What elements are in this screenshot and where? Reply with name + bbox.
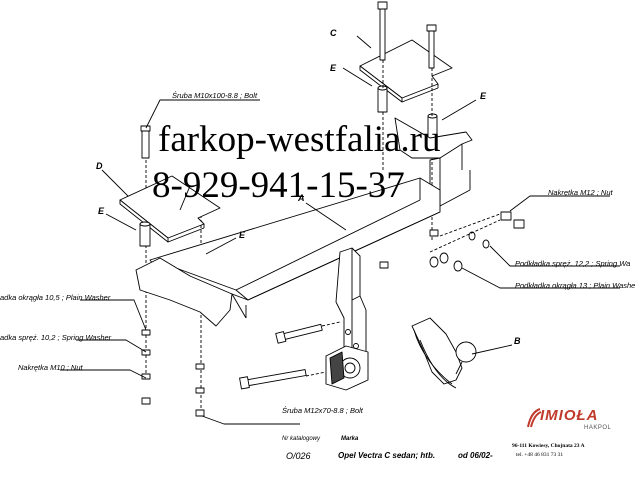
watermark-phone: 8-929-941-15-37	[152, 165, 405, 206]
top-bolt-right	[426, 24, 437, 69]
production-date: od 06/02-	[458, 451, 493, 460]
company-address: 96-111 Kowiesy, Chojnata 23 A	[512, 443, 585, 449]
part-label-b: B	[514, 336, 521, 346]
plate-c	[359, 39, 453, 99]
brand-label: Marka	[341, 436, 359, 442]
ball-mount	[411, 317, 477, 389]
part-label-e-mid: E	[239, 230, 246, 240]
company-phone: tel. +48 46 831 73 31	[516, 452, 564, 458]
vehicle-model: Opel Vectra C sedan; htb.	[338, 451, 436, 460]
spacer-e1	[377, 87, 388, 113]
top-bolt-left	[377, 1, 388, 61]
callout-bolt-m10: Śruba M10x100-8.8 ; Bolt	[172, 91, 258, 100]
callout-spring-washer-10: adka spręż. 10,2 ; Spring Washer	[0, 333, 112, 342]
nut-m12	[500, 211, 525, 229]
callout-nut-m12: Nakrętka M12 ; Nut	[548, 188, 613, 197]
callout-plain-washer-13: Podkładka okrągła 13 ; Plain Washe	[515, 281, 636, 290]
socket-plate	[325, 345, 369, 391]
part-label-a: A	[298, 193, 305, 203]
logo-mark-icon	[527, 408, 542, 428]
callout-bolt-m12: Śruba M12x70-8.8 ; Bolt	[282, 406, 363, 415]
bolt-left	[141, 129, 150, 159]
spacer-e3	[139, 223, 151, 247]
logo-sub: HAKPOL	[584, 425, 612, 431]
callout-plain-washer-10: adka okrągła 10,5 ; Plain Washer	[0, 293, 111, 302]
part-label-e-top: E	[330, 63, 337, 73]
part-label-e-left: E	[98, 206, 105, 216]
catalog-number: O/026	[286, 451, 311, 461]
catalog-number-label: Nr katalogowy	[282, 436, 321, 442]
callout-nut-m10: Nakrętka M10 ; Nut	[18, 363, 83, 372]
watermark-site: farkop-westfalia.ru	[158, 119, 441, 160]
callout-spring-washer-12: Podkładka spręż. 12,2 ; Spring Wa	[515, 259, 631, 268]
part-label-c: C	[330, 28, 337, 38]
bolt-m12-upper	[275, 323, 323, 344]
bolt-m12-lower	[239, 369, 307, 390]
hanger	[335, 247, 367, 365]
imiola-logo: IMIOŁA HAKPOL	[526, 405, 612, 435]
part-label-e-right: E	[480, 91, 487, 101]
logo-name: IMIOŁA	[540, 407, 599, 424]
part-label-d: D	[96, 161, 103, 171]
